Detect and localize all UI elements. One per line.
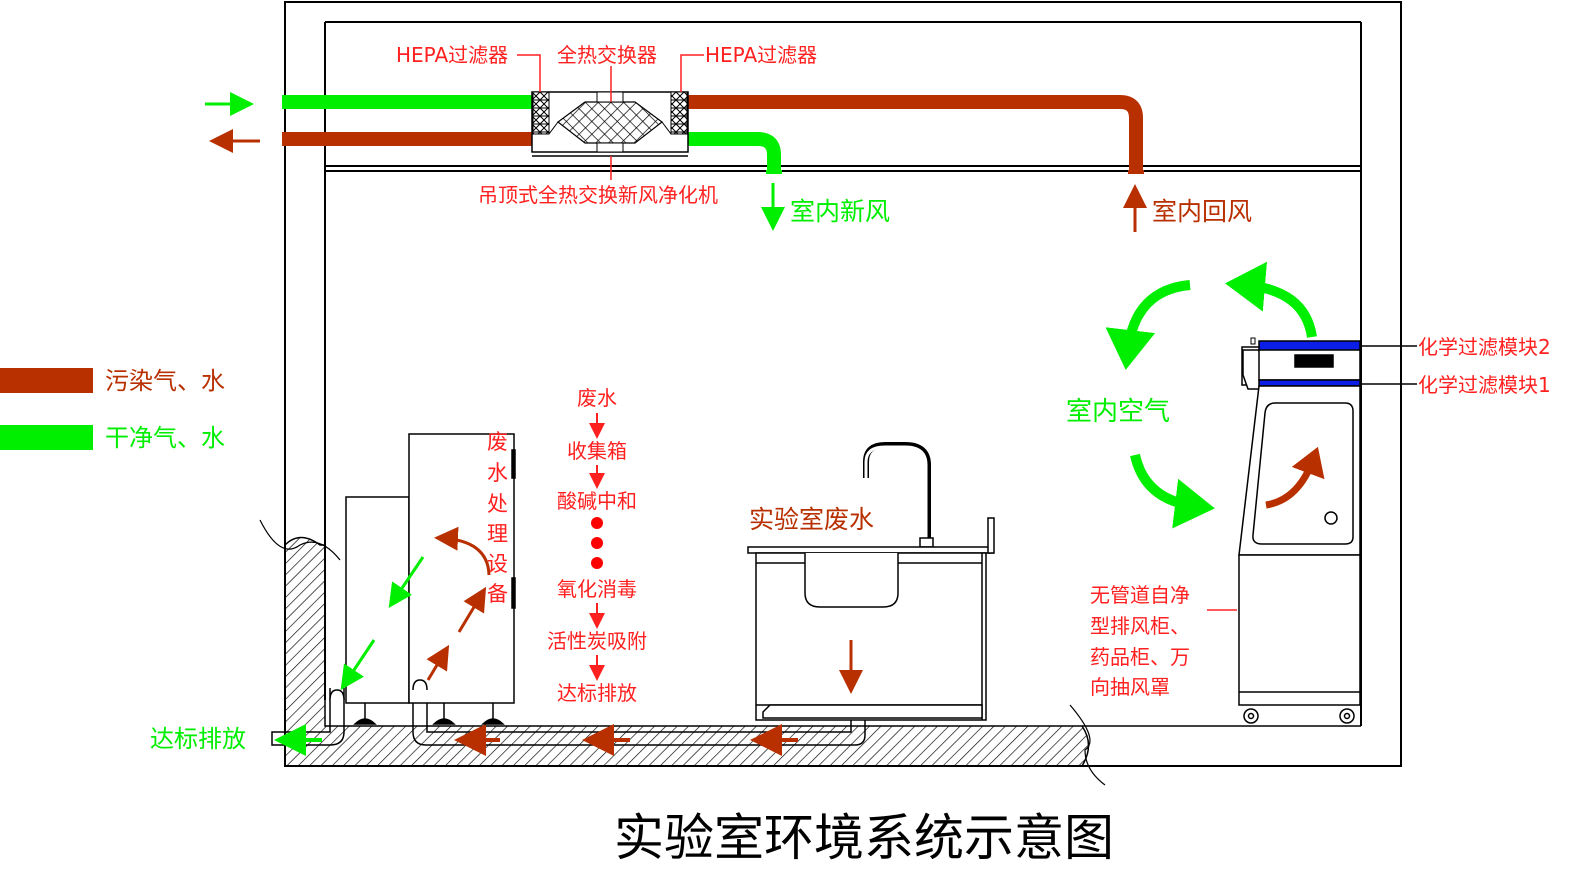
heat-exchanger-unit bbox=[531, 91, 689, 157]
legend-swatch-clean bbox=[0, 425, 93, 450]
hepa-filter-right-label: HEPA过滤器 bbox=[705, 43, 817, 67]
cabinet-desc-line-1: 无管道自净 bbox=[1090, 583, 1190, 607]
sink-basin bbox=[804, 553, 899, 608]
flow-ellipsis-dot bbox=[591, 537, 603, 549]
cabinet-desc-line-4: 向抽风罩 bbox=[1090, 675, 1170, 699]
legend-label-clean: 干净气、水 bbox=[105, 424, 225, 452]
equipment-label-char: 处 bbox=[487, 492, 508, 516]
cabinet-knob bbox=[1324, 511, 1338, 525]
equipment-label-char: 理 bbox=[487, 522, 508, 546]
hepa-filter-right bbox=[670, 91, 688, 135]
chemical-filter-module-1 bbox=[1258, 379, 1361, 387]
fresh-air-label: 室内新风 bbox=[790, 197, 890, 226]
air-arrow-right bbox=[1130, 453, 1215, 529]
hatched-floor bbox=[259, 519, 1361, 786]
air-arrow-left bbox=[1225, 261, 1317, 338]
equipment-in-arrow-1 bbox=[426, 644, 450, 681]
flow-ellipsis-dot bbox=[591, 557, 603, 569]
process-flow: 废水 收集箱 酸碱中和 氧化消毒 活性炭吸附 达标排放 bbox=[547, 386, 647, 705]
heat-exchanger-label: 全热交换器 bbox=[557, 43, 657, 67]
equipment-label-char: 水 bbox=[487, 461, 508, 485]
discharge-label: 达标排放 bbox=[150, 725, 246, 753]
leader-hepa-right bbox=[680, 54, 704, 92]
flow-step: 达标排放 bbox=[557, 681, 637, 705]
cabinet-desc-line-3: 药品柜、万 bbox=[1090, 645, 1190, 669]
chemical-filter-module-2-label: 化学过滤模块2 bbox=[1418, 335, 1551, 359]
equipment-label-char: 废 bbox=[487, 430, 508, 454]
flow-ellipsis-dot bbox=[591, 517, 603, 529]
equipment-left-unit bbox=[345, 496, 410, 704]
hepa-filter-left bbox=[532, 91, 550, 135]
return-air-label: 室内回风 bbox=[1152, 197, 1252, 226]
equipment-label: 废 水 处 理 设 备 bbox=[487, 430, 508, 606]
equipment-in-arrow-2 bbox=[457, 586, 487, 633]
flow-step: 废水 bbox=[577, 386, 617, 410]
legend-swatch-polluted bbox=[0, 368, 93, 393]
equipment-out-arrow-2 bbox=[340, 639, 376, 690]
flow-step: 活性炭吸附 bbox=[547, 629, 647, 653]
room-air-circulation bbox=[1105, 261, 1317, 529]
room-air-label: 室内空气 bbox=[1066, 397, 1170, 427]
ventilation-ducts bbox=[282, 95, 1143, 170]
fume-cabinet bbox=[1238, 337, 1361, 724]
break-line-right bbox=[1069, 704, 1106, 786]
sink-countertop bbox=[747, 546, 994, 554]
equipment-label-char: 设 bbox=[487, 552, 508, 576]
chemical-filter-module-1-label: 化学过滤模块1 bbox=[1418, 373, 1551, 397]
sink-label: 实验室废水 bbox=[749, 505, 874, 534]
legend: 污染气、水 干净气、水 bbox=[0, 367, 225, 452]
hepa-filter-left-label: HEPA过滤器 bbox=[396, 43, 508, 67]
fresh-air-duct bbox=[688, 132, 781, 170]
legend-label-polluted: 污染气、水 bbox=[105, 367, 225, 395]
air-arrow-down bbox=[1105, 280, 1191, 370]
cabinet-desc-line-2: 型排风柜、 bbox=[1090, 614, 1190, 638]
faucet bbox=[863, 442, 931, 540]
flow-step: 酸碱中和 bbox=[557, 489, 637, 513]
cabinet-internal-airflow bbox=[1265, 446, 1325, 509]
return-air-duct bbox=[688, 95, 1143, 170]
cabinet-display bbox=[1294, 354, 1334, 368]
equipment-label-char: 备 bbox=[487, 582, 508, 606]
cabinet-base bbox=[1238, 554, 1361, 706]
leader-hepa-left bbox=[517, 54, 541, 92]
equipment-circulate-arrow bbox=[434, 526, 491, 576]
unit-name-label: 吊顶式全热交换新风净化机 bbox=[478, 183, 718, 207]
lab-sink bbox=[747, 442, 995, 721]
break-line-left bbox=[259, 519, 341, 561]
equipment-out-arrow-1 bbox=[388, 556, 425, 608]
flow-step: 收集箱 bbox=[567, 439, 627, 463]
diagram-title: 实验室环境系统示意图 bbox=[614, 809, 1114, 867]
flow-step: 氧化消毒 bbox=[557, 577, 637, 601]
